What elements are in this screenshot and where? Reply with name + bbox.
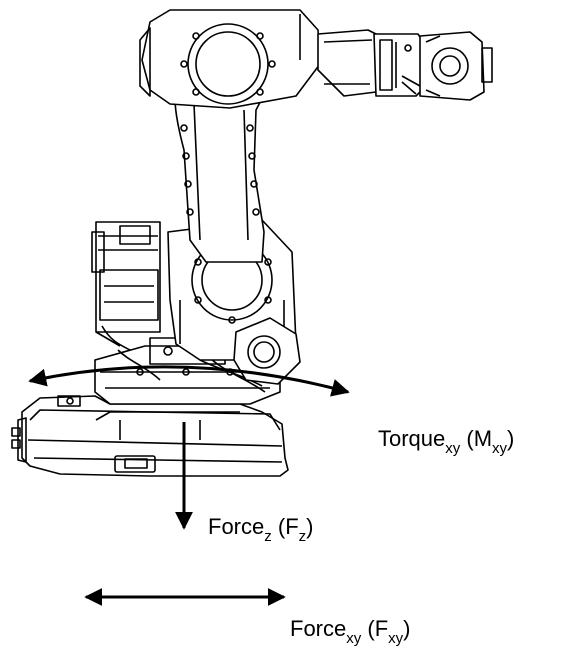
wrist	[373, 33, 423, 97]
torque-xy-arrow	[28, 365, 350, 397]
shoulder-joint	[139, 9, 321, 109]
axis-motor	[91, 221, 161, 351]
force-xy-label: Forcexy (Fxy)	[290, 616, 411, 647]
forearm	[317, 29, 377, 97]
tool-flange	[419, 31, 493, 101]
torque-xy-label: Torquexy (Mxy)	[378, 426, 515, 457]
force-z-label: Forcez (Fz)	[208, 514, 314, 545]
robot-base	[11, 395, 289, 477]
robot-illustration	[11, 9, 493, 477]
